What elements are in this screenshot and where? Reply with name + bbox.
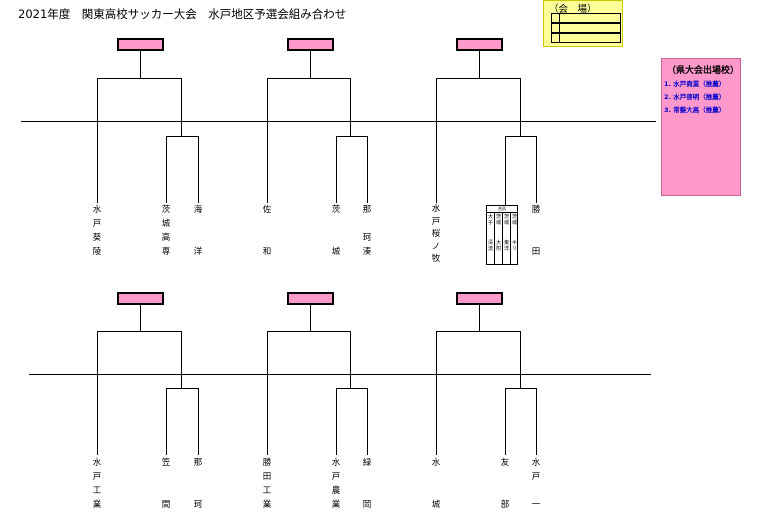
team-name: 茨城 — [331, 205, 341, 257]
venue-label: （会 場） — [549, 4, 597, 15]
document-title: 2021年度 関東高校サッカー大会 水戸地区予選会組み合わせ — [18, 7, 347, 21]
bracket-line — [267, 78, 350, 79]
bracket-line — [198, 388, 199, 455]
combined-team-member: 茨城大附 — [495, 214, 501, 253]
bracket-line — [310, 305, 311, 331]
bracket-line — [97, 331, 98, 455]
combined-team-member: 茨城東洋 — [503, 214, 509, 253]
winner-box-bottom-1 — [117, 292, 164, 305]
qualifier-item-1: 1. 水戸商業（推薦） — [664, 80, 726, 88]
qualifiers-title: （県大会出場校） — [667, 66, 740, 76]
team-name: 海洋 — [193, 205, 203, 257]
team-name: 茨城高専 — [161, 205, 171, 257]
winner-box-bottom-2 — [287, 292, 334, 305]
bracket-line — [181, 331, 182, 388]
bracket-line — [367, 388, 368, 455]
bracket-line — [536, 388, 537, 455]
combined-team-header: 合同 — [498, 206, 506, 211]
bracket-line — [350, 78, 351, 136]
venue-row-2 — [551, 23, 621, 33]
bracket-line — [198, 136, 199, 203]
bracket-line — [166, 136, 199, 137]
bracket-line — [436, 331, 437, 455]
winner-box-top-2 — [287, 38, 334, 51]
combined-team-member: 茨城キリ — [511, 214, 517, 253]
team-name: 友部 — [500, 458, 510, 510]
bracket-line — [267, 331, 268, 455]
combined-team-divider — [494, 212, 495, 265]
bracket-line — [367, 136, 368, 203]
team-name: 勝田工業 — [262, 458, 272, 510]
bracket-line — [336, 388, 337, 455]
combined-team-divider — [502, 212, 503, 265]
bracket-line — [140, 305, 141, 331]
bracket-line — [350, 331, 351, 388]
team-name: 水戸桜ノ牧 — [431, 204, 441, 264]
bracket-line — [479, 305, 480, 331]
bracket-line — [336, 136, 368, 137]
winner-box-bottom-3 — [456, 292, 503, 305]
team-name: 水城 — [431, 458, 441, 510]
bracket-line — [520, 331, 521, 388]
team-name: 勝田 — [531, 205, 541, 257]
bracket-line — [505, 136, 506, 205]
team-name: 水戸工業 — [92, 458, 102, 510]
divider-line-top — [21, 121, 656, 122]
combined-team-member: 大子清流 — [487, 214, 493, 253]
combined-team-divider — [510, 212, 511, 265]
bracket-line — [166, 388, 199, 389]
team-name: 水戸農業 — [331, 458, 341, 510]
winner-box-top-3 — [456, 38, 503, 51]
team-name: 水戸一 — [531, 458, 541, 510]
winner-box-top-1 — [117, 38, 164, 51]
bracket-line — [536, 136, 537, 203]
team-name: 笠間 — [161, 458, 171, 510]
bracket-line — [140, 51, 141, 78]
bracket-line — [505, 388, 537, 389]
bracket-line — [436, 78, 437, 203]
bracket-line — [97, 78, 181, 79]
bracket-line — [181, 78, 182, 136]
bracket-line — [310, 51, 311, 78]
team-name: 水戸葵陵 — [92, 205, 102, 257]
bracket-line — [436, 78, 521, 79]
bracket-line — [336, 136, 337, 203]
bracket-line — [267, 78, 268, 203]
bracket-line — [166, 388, 167, 455]
qualifier-item-3: 3. 常磐大高（推薦） — [664, 106, 726, 114]
team-name: 那珂湊 — [362, 205, 372, 257]
venue-row-3 — [551, 33, 621, 43]
bracket-line — [166, 136, 167, 203]
bracket-line — [520, 78, 521, 136]
divider-line-bottom — [29, 374, 651, 375]
bracket-line — [436, 331, 521, 332]
bracket-line — [97, 78, 98, 203]
bracket-line — [505, 136, 537, 137]
bracket-line — [97, 331, 181, 332]
team-name: 佐和 — [262, 205, 272, 257]
team-name: 緑岡 — [362, 458, 372, 510]
qualifier-item-2: 2. 水戸啓明（推薦） — [664, 93, 726, 101]
qualifiers-box — [661, 58, 741, 196]
bracket-line — [336, 388, 368, 389]
bracket-line — [267, 331, 350, 332]
venue-row-1 — [551, 13, 621, 23]
bracket-line — [479, 51, 480, 78]
team-name: 那珂 — [193, 458, 203, 510]
bracket-line — [505, 388, 506, 455]
